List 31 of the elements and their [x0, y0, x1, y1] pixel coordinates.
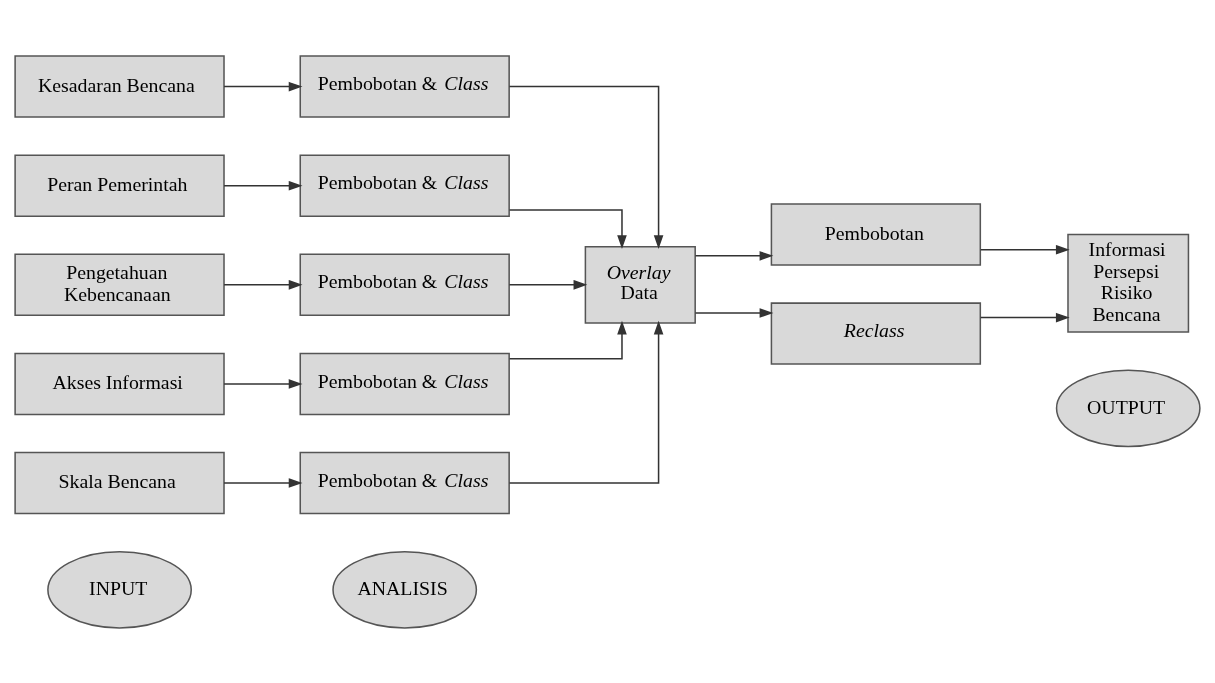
arrow [223, 477, 303, 488]
arrow [223, 378, 303, 389]
node-box: Pembobotan & Class [299, 253, 510, 316]
node-box: Pembobotan & Class [299, 352, 510, 415]
node-box: Pengetahuan Kebencanaan [14, 253, 225, 316]
arrow [508, 279, 588, 290]
node-box: Informasi Persepsi Risiko Bencana [1067, 233, 1190, 333]
arrow [508, 320, 664, 484]
arrow [979, 244, 1070, 255]
arrow [508, 320, 627, 360]
arrow [508, 208, 627, 249]
node-box: Akses Informasi [14, 352, 225, 415]
arrow [223, 81, 303, 91]
arrow [979, 312, 1070, 322]
arrow [223, 180, 303, 190]
node-box: Overlay Data [584, 245, 696, 324]
node-box: Pembobotan & Class [299, 54, 510, 118]
arrow [508, 85, 664, 249]
node-box: Pembobotan [770, 202, 982, 266]
arrow [694, 250, 774, 261]
node-box: Skala Bencana [14, 451, 225, 514]
node-ellipse: ANALISIS [332, 550, 478, 629]
node-box: Pembobotan & Class [299, 153, 510, 217]
node-box: Pembobotan & Class [299, 451, 510, 514]
node-box: Reclass [770, 301, 982, 365]
arrow [694, 307, 774, 318]
arrow [223, 279, 303, 290]
node-ellipse: OUTPUT [1055, 368, 1201, 447]
node-box: Kesadaran Bencana [14, 54, 225, 118]
node-ellipse: INPUT [47, 550, 192, 629]
node-box: Peran Pemerintah [14, 153, 225, 217]
